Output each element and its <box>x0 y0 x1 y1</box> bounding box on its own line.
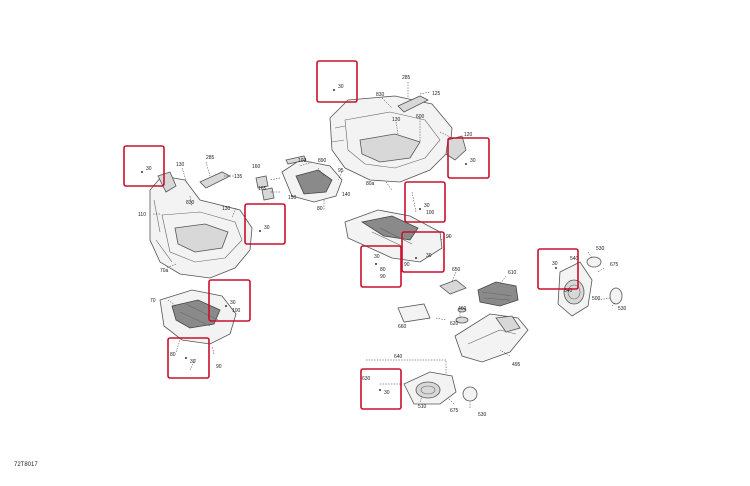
round-cap-upper <box>586 256 602 268</box>
callout-600: 600 <box>416 114 425 120</box>
highlight-label-3: 30 <box>470 158 476 164</box>
highlight-box-6 <box>208 279 251 322</box>
highlight-label-1: 30 <box>338 84 344 90</box>
center-storage-tray <box>281 159 343 203</box>
highlight-box-1 <box>316 60 358 103</box>
callout-530a: 530 <box>596 246 605 252</box>
callout-675b: 675 <box>450 408 459 414</box>
callout-125: 125 <box>432 91 441 97</box>
callout-540a: 540 <box>570 256 579 262</box>
callout-650: 650 <box>452 267 461 273</box>
callout-540b: 540 <box>564 288 573 294</box>
callout-630: 630 <box>362 376 371 382</box>
callout-80a: 80a <box>366 181 375 187</box>
floor-mat-small <box>439 279 467 295</box>
floor-mat-rear <box>477 281 519 307</box>
highlight-box-11 <box>360 368 402 410</box>
highlight-sub-5: 100 <box>426 210 435 216</box>
callout-830b: 830 <box>186 200 195 206</box>
highlight-label-5: 30 <box>424 203 430 209</box>
callout-70: 70 <box>150 298 156 304</box>
callout-120: 120 <box>464 132 473 138</box>
highlight-sub-7: 80 <box>380 267 386 273</box>
callout-135: 135 <box>234 174 243 180</box>
callout-140: 140 <box>342 192 351 198</box>
callout-110: 110 <box>138 212 146 218</box>
highlight-sub-6: 100 <box>232 308 241 314</box>
callout-90c: 90 <box>216 364 222 370</box>
side-housing-lower <box>403 371 457 405</box>
rear-floor-panel <box>344 209 443 263</box>
callout-150: 150 <box>288 195 297 201</box>
front-grab-handle <box>199 171 231 189</box>
highlight-box-2 <box>123 145 165 187</box>
highlight-box-5 <box>404 181 446 223</box>
rear-side-bracket <box>445 135 467 161</box>
highlight-label-11: 30 <box>384 390 390 396</box>
front-side-bracket <box>157 171 177 193</box>
callout-95: 95 <box>338 168 344 174</box>
highlight-label-4: 30 <box>264 225 270 231</box>
highlight-label-6: 30 <box>230 300 236 306</box>
highlight-boxes: 30 30 30 30 30 100 30 100 30 80 30 80 30… <box>123 60 579 410</box>
round-cap-right <box>609 287 623 305</box>
highlight-box-7 <box>360 245 402 288</box>
callout-80: 80 <box>317 206 323 212</box>
highlight-box-3 <box>447 137 490 179</box>
callout-500: 500 <box>592 296 601 302</box>
callout-610: 610 <box>508 270 517 276</box>
highlight-sub-8: 80 <box>170 352 176 358</box>
highlight-box-8 <box>167 337 210 379</box>
figure-id: 72T8017 <box>14 462 38 468</box>
callout-130c: 130 <box>222 206 231 212</box>
callout-90b: 90 <box>380 274 386 280</box>
callout-70a: 70a <box>160 268 169 274</box>
callout-510: 510 <box>418 404 427 410</box>
callout-830: 830 <box>376 92 385 98</box>
callout-620: 620 <box>450 321 459 327</box>
callout-90a: 90 <box>446 234 452 240</box>
callout-530b: 530 <box>618 306 627 312</box>
callout-530c: 530 <box>478 412 487 418</box>
highlight-box-9 <box>401 231 445 273</box>
highlight-label-7: 30 <box>374 254 380 260</box>
front-floor-panel <box>159 289 237 345</box>
floor-sheet <box>397 303 431 323</box>
highlight-label-8: 30 <box>190 359 196 365</box>
callout-130: 130 <box>392 117 401 123</box>
small-clip-pair <box>455 307 469 324</box>
callout-labels: 285 125 830 130 600 120 160 103 890 95 1… <box>138 75 627 418</box>
callout-103: 103 <box>298 158 307 164</box>
highlight-label-2: 30 <box>146 166 152 172</box>
callout-285b: 285 <box>206 155 215 161</box>
rear-grab-handle <box>397 95 429 113</box>
center-tray-strap <box>285 155 307 165</box>
highlight-label-9: 30 <box>426 253 432 259</box>
callout-460: 460 <box>458 306 467 312</box>
center-console-cover <box>454 313 529 363</box>
round-cap-lower <box>462 386 478 402</box>
callout-285: 285 <box>402 75 411 81</box>
callout-640: 640 <box>394 354 403 360</box>
callout-675a: 675 <box>610 262 619 268</box>
callout-660: 660 <box>398 324 407 330</box>
leader-lines <box>152 82 617 408</box>
center-small-bracket <box>255 175 275 201</box>
callout-165: 165 <box>258 186 267 192</box>
callout-160: 160 <box>252 164 261 170</box>
highlight-box-10 <box>537 248 579 290</box>
callout-130b: 130 <box>176 162 185 168</box>
highlight-label-10: 30 <box>552 261 558 267</box>
highlight-box-4 <box>244 203 286 245</box>
front-body-panel <box>149 175 253 279</box>
callout-890: 890 <box>318 158 327 164</box>
highlight-sub-9: 90 <box>404 262 410 268</box>
rear-body-panel <box>329 95 453 183</box>
callout-495: 495 <box>512 362 521 368</box>
